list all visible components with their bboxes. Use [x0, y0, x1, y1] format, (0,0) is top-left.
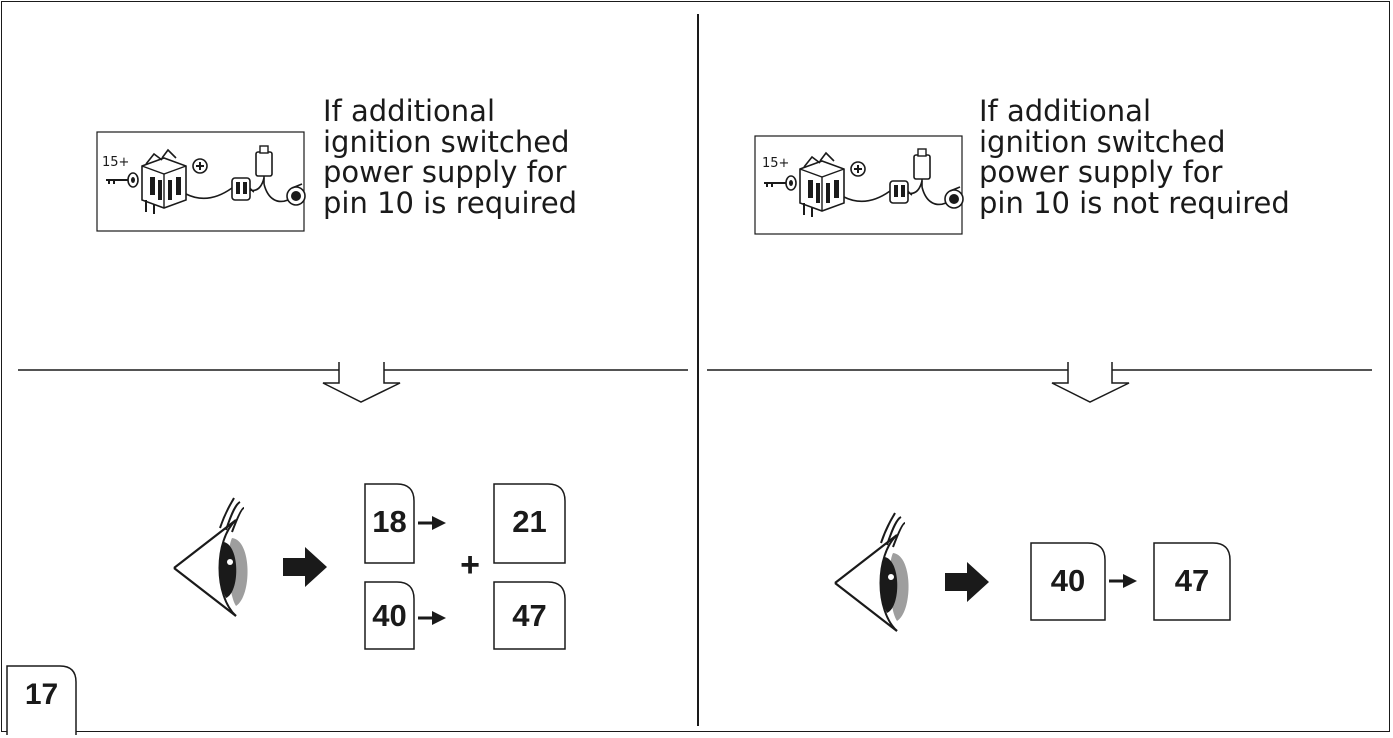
step-arrow-icon — [416, 514, 448, 532]
caption-line: pin 10 is not required — [979, 185, 1290, 220]
step-from: 40 — [1050, 563, 1086, 598]
icon-label-right: 15+ — [762, 156, 789, 171]
icon-label-left: 15+ — [102, 155, 129, 170]
step-box — [1153, 542, 1231, 621]
condition-text-right: If additional ignition switched power su… — [979, 96, 1290, 218]
step-from: 18 — [372, 504, 407, 539]
down-arrow-icon — [18, 362, 688, 403]
step-arrow-icon — [416, 609, 448, 627]
step-to: 47 — [1174, 563, 1210, 598]
step-to: 47 — [512, 598, 547, 633]
caption-line: If additional — [979, 94, 1152, 128]
step-to: 21 — [512, 504, 547, 539]
step-box — [493, 483, 566, 564]
condition-text-left: If additional ignition switched power su… — [323, 96, 577, 218]
page-number: 17 — [24, 678, 59, 711]
step-box — [493, 581, 566, 650]
step-box — [364, 581, 415, 650]
plus-sign: + — [460, 546, 480, 584]
page-badge-frame — [6, 665, 77, 735]
caption-line: power supply for — [323, 155, 567, 189]
wiring-icon-frame-right — [754, 135, 963, 235]
eye-icon — [833, 511, 910, 633]
down-arrow-icon — [707, 362, 1372, 403]
caption-line: ignition switched — [323, 124, 570, 159]
caption-line: power supply for — [979, 155, 1223, 189]
panel-divider — [697, 14, 699, 726]
eye-icon — [172, 496, 249, 618]
step-box — [364, 483, 415, 564]
right-arrow-icon — [283, 547, 327, 587]
right-arrow-icon — [945, 562, 989, 602]
step-arrow-icon — [1107, 572, 1139, 590]
step-box — [1030, 542, 1106, 621]
caption-line: ignition switched — [979, 124, 1226, 159]
caption-line: pin 10 is required — [323, 185, 578, 220]
caption-line: If additional — [323, 94, 496, 128]
page-number-badge: 17 — [7, 666, 76, 738]
step-from: 40 — [372, 598, 407, 633]
